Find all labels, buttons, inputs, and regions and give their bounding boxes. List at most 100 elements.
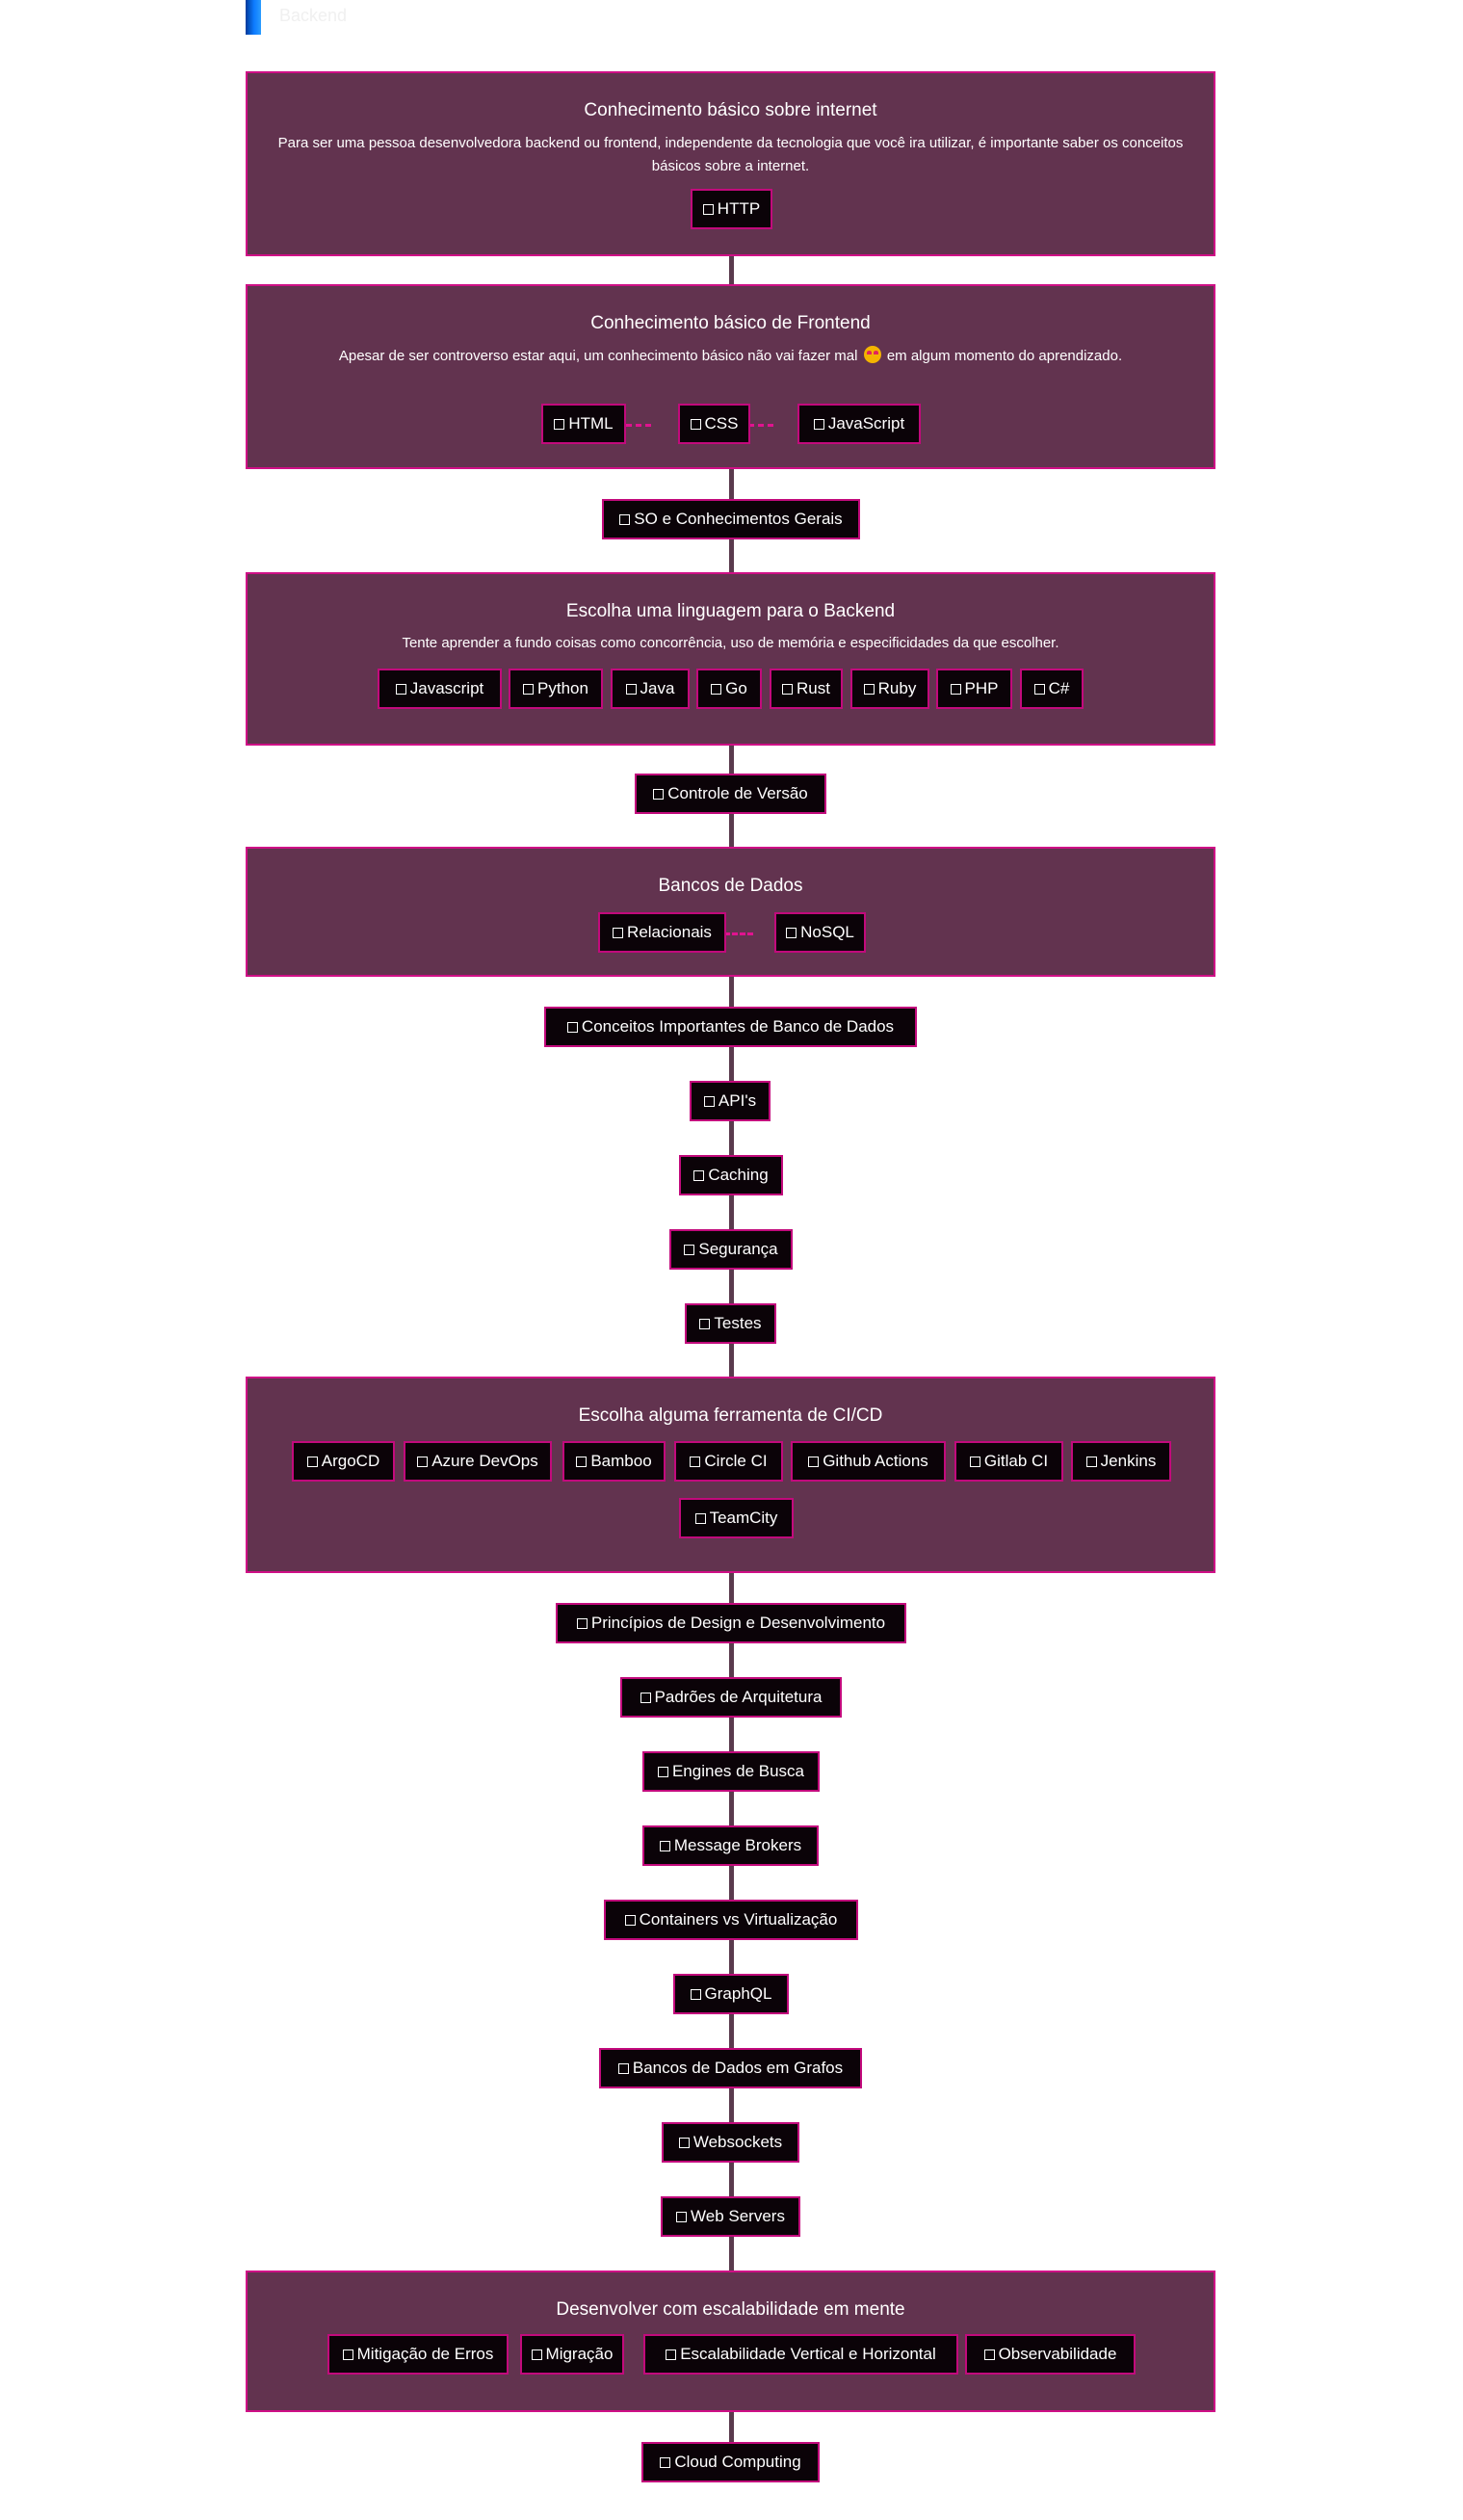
checkbox-icon — [1033, 683, 1045, 695]
node-cloud[interactable]: Cloud Computing — [641, 2442, 820, 2482]
node-seguranca[interactable]: Segurança — [669, 1229, 793, 1270]
node-jenkins[interactable]: Jenkins — [1071, 1441, 1171, 1482]
checkbox-icon — [395, 683, 406, 695]
checkbox-icon — [659, 1840, 670, 1851]
checkbox-icon — [653, 788, 665, 800]
heart-eyes-emoji-icon — [863, 346, 881, 363]
section-internet: Conhecimento básico sobre internet Para … — [246, 71, 1215, 256]
checkbox-icon — [531, 2349, 542, 2360]
node-caching[interactable]: Caching — [679, 1155, 783, 1195]
header-accent-bar — [246, 0, 261, 35]
header-title: Backend — [279, 6, 348, 25]
node-observabilidade[interactable]: Observabilidade — [965, 2334, 1136, 2375]
node-circle-ci[interactable]: Circle CI — [674, 1441, 783, 1482]
node-padroes[interactable]: Padrões de Arquitetura — [620, 1677, 842, 1718]
node-html[interactable]: HTML — [541, 404, 626, 444]
node-lang-ruby[interactable]: Ruby — [850, 669, 929, 709]
checkbox-icon — [576, 1617, 588, 1629]
node-apis[interactable]: API's — [690, 1081, 771, 1121]
checkbox-icon — [613, 927, 624, 938]
section-linguagem: Escolha uma linguagem para o Backend Ten… — [246, 572, 1215, 746]
dashed-connector — [724, 932, 753, 935]
node-testes[interactable]: Testes — [685, 1303, 776, 1344]
checkbox-icon — [624, 1914, 636, 1926]
dashed-connector — [748, 424, 773, 427]
section-title: Bancos de Dados — [658, 876, 803, 896]
section-escalabilidade: Desenvolver com escalabilidade em mente … — [246, 2271, 1215, 2412]
node-relacionais[interactable]: Relacionais — [598, 912, 726, 953]
checkbox-icon — [617, 2062, 629, 2074]
checkbox-icon — [417, 1456, 429, 1467]
node-graphql[interactable]: GraphQL — [673, 1974, 789, 2014]
node-mitigacao[interactable]: Mitigação de Erros — [327, 2334, 509, 2375]
node-grafos[interactable]: Bancos de Dados em Grafos — [599, 2048, 862, 2088]
checkbox-icon — [619, 513, 631, 525]
section-description: Apesar de ser controverso estar aqui, um… — [338, 346, 1123, 364]
section-title: Escolha alguma ferramenta de CI/CD — [578, 1405, 883, 1426]
checkbox-icon — [684, 1244, 695, 1255]
checkbox-icon — [306, 1456, 318, 1467]
checkbox-icon — [694, 1512, 706, 1524]
node-lang-csharp[interactable]: C# — [1020, 669, 1084, 709]
checkbox-icon — [660, 2456, 671, 2468]
node-brokers[interactable]: Message Brokers — [642, 1825, 819, 1866]
node-javascript[interactable]: JavaScript — [797, 404, 921, 444]
checkbox-icon — [786, 927, 797, 938]
node-conceitos-bd[interactable]: Conceitos Importantes de Banco de Dados — [544, 1007, 917, 1047]
checkbox-icon — [813, 418, 824, 430]
checkbox-icon — [808, 1456, 820, 1467]
node-lang-rust[interactable]: Rust — [770, 669, 843, 709]
section-title: Desenvolver com escalabilidade em mente — [556, 2299, 905, 2320]
checkbox-icon — [782, 683, 794, 695]
dashed-connector — [626, 424, 651, 427]
node-lang-java[interactable]: Java — [611, 669, 690, 709]
node-bamboo[interactable]: Bamboo — [562, 1441, 666, 1482]
node-containers[interactable]: Containers vs Virtualização — [604, 1900, 858, 1940]
checkbox-icon — [678, 2137, 690, 2148]
checkbox-icon — [690, 1988, 701, 2000]
checkbox-icon — [657, 1766, 668, 1777]
node-versao[interactable]: Controle de Versão — [635, 774, 826, 814]
section-cicd: Escolha alguma ferramenta de CI/CD ArgoC… — [246, 1377, 1215, 1573]
checkbox-icon — [969, 1456, 980, 1467]
checkbox-icon — [640, 1692, 651, 1703]
section-bancos: Bancos de Dados Relacionais NoSQL — [246, 847, 1215, 977]
section-description: Tente aprender a fundo coisas como conco… — [402, 635, 1059, 651]
node-escalabilidade[interactable]: Escalabilidade Vertical e Horizontal — [643, 2334, 958, 2375]
node-azure-devops[interactable]: Azure DevOps — [404, 1441, 552, 1482]
checkbox-icon — [703, 1095, 715, 1107]
roadmap-connector-line — [729, 252, 734, 2482]
checkbox-icon — [702, 203, 714, 215]
checkbox-icon — [690, 418, 701, 430]
checkbox-icon — [863, 683, 875, 695]
node-websockets[interactable]: Websockets — [662, 2122, 799, 2163]
checkbox-icon — [625, 683, 637, 695]
checkbox-icon — [711, 683, 722, 695]
section-frontend: Conhecimento básico de Frontend Apesar d… — [246, 284, 1215, 469]
checkbox-icon — [690, 1456, 701, 1467]
checkbox-icon — [699, 1318, 711, 1329]
node-principios[interactable]: Princípios de Design e Desenvolvimento — [556, 1603, 906, 1643]
node-argocd[interactable]: ArgoCD — [292, 1441, 395, 1482]
node-migracao[interactable]: Migração — [520, 2334, 624, 2375]
checkbox-icon — [576, 1456, 588, 1467]
checkbox-icon — [566, 1021, 578, 1033]
checkbox-icon — [676, 2211, 688, 2222]
node-http[interactable]: HTTP — [691, 189, 772, 229]
node-github-actions[interactable]: Github Actions — [791, 1441, 946, 1482]
node-nosql[interactable]: NoSQL — [774, 912, 866, 953]
section-title: Conhecimento básico sobre internet — [584, 100, 877, 120]
node-lang-python[interactable]: Python — [509, 669, 603, 709]
node-gitlab-ci[interactable]: Gitlab CI — [954, 1441, 1063, 1482]
node-engines[interactable]: Engines de Busca — [642, 1751, 820, 1792]
checkbox-icon — [950, 683, 961, 695]
node-teamcity[interactable]: TeamCity — [679, 1498, 794, 1538]
node-css[interactable]: CSS — [678, 404, 750, 444]
checkbox-icon — [342, 2349, 353, 2360]
node-so[interactable]: SO e Conhecimentos Gerais — [602, 499, 860, 539]
node-lang-javascript[interactable]: Javascript — [378, 669, 502, 709]
node-webservers[interactable]: Web Servers — [661, 2196, 800, 2237]
node-lang-php[interactable]: PHP — [936, 669, 1012, 709]
checkbox-icon — [1085, 1456, 1097, 1467]
node-lang-go[interactable]: Go — [696, 669, 762, 709]
